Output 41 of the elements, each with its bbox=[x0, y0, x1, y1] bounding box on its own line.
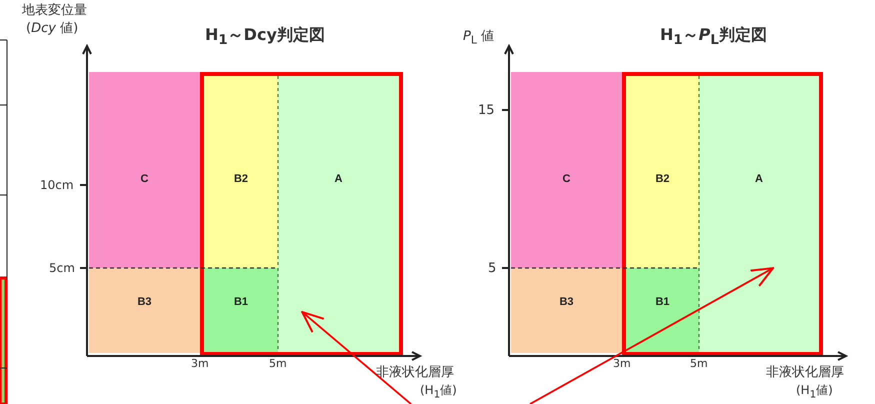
zone-area bbox=[278, 76, 399, 352]
highlight-frame bbox=[200, 72, 403, 356]
zone-label: B3 bbox=[558, 296, 575, 308]
tick-label: 5 bbox=[488, 262, 496, 276]
zone-label: B1 bbox=[232, 296, 250, 308]
axis-title: (H$_{1}$値) bbox=[796, 384, 833, 400]
axis-title: (Dcy 値) bbox=[26, 22, 78, 36]
chart-title: H$_{1}$～P$_{L}$判定図 bbox=[660, 26, 767, 49]
zone-label: B2 bbox=[232, 173, 250, 185]
zone-area bbox=[89, 268, 200, 353]
arrow bbox=[301, 311, 412, 404]
zone-label: A bbox=[754, 173, 764, 185]
axis-title: (H$_{1}$値) bbox=[420, 384, 457, 400]
highlight-frame bbox=[622, 72, 823, 356]
zone-area bbox=[699, 76, 819, 352]
tick-label: 10cm bbox=[40, 179, 74, 192]
zone-area bbox=[626, 76, 699, 268]
zone-label: C bbox=[562, 173, 572, 185]
axis-title: 非液状化層厚 bbox=[376, 366, 454, 380]
axis-title: 地表変位量 bbox=[22, 4, 87, 18]
zone-label: A bbox=[334, 173, 344, 185]
tick-label: 3m bbox=[613, 358, 631, 370]
tick-label: 5m bbox=[269, 358, 287, 370]
zone-label: C bbox=[140, 173, 150, 185]
zone-area bbox=[89, 72, 200, 268]
zone-label: B1 bbox=[654, 296, 671, 308]
axis-title: P$_{L}$ 値 bbox=[463, 30, 494, 46]
tick-label: 3m bbox=[191, 358, 209, 370]
zone-label: B3 bbox=[136, 296, 153, 308]
tick-label: 5m bbox=[690, 358, 708, 370]
axis-title: 非液状化層厚 bbox=[766, 366, 844, 380]
zone-area bbox=[204, 76, 278, 268]
zone-label: B2 bbox=[654, 173, 671, 185]
zone-area bbox=[511, 72, 622, 268]
zone-area bbox=[626, 268, 699, 352]
chart-title: H$_{1}$～Dcy判定図 bbox=[205, 26, 325, 49]
zone-area bbox=[511, 268, 622, 353]
tick-label: 5cm bbox=[49, 262, 75, 276]
tick-label: 15 bbox=[478, 104, 495, 118]
zone-area bbox=[204, 268, 278, 352]
arrow bbox=[530, 267, 774, 404]
